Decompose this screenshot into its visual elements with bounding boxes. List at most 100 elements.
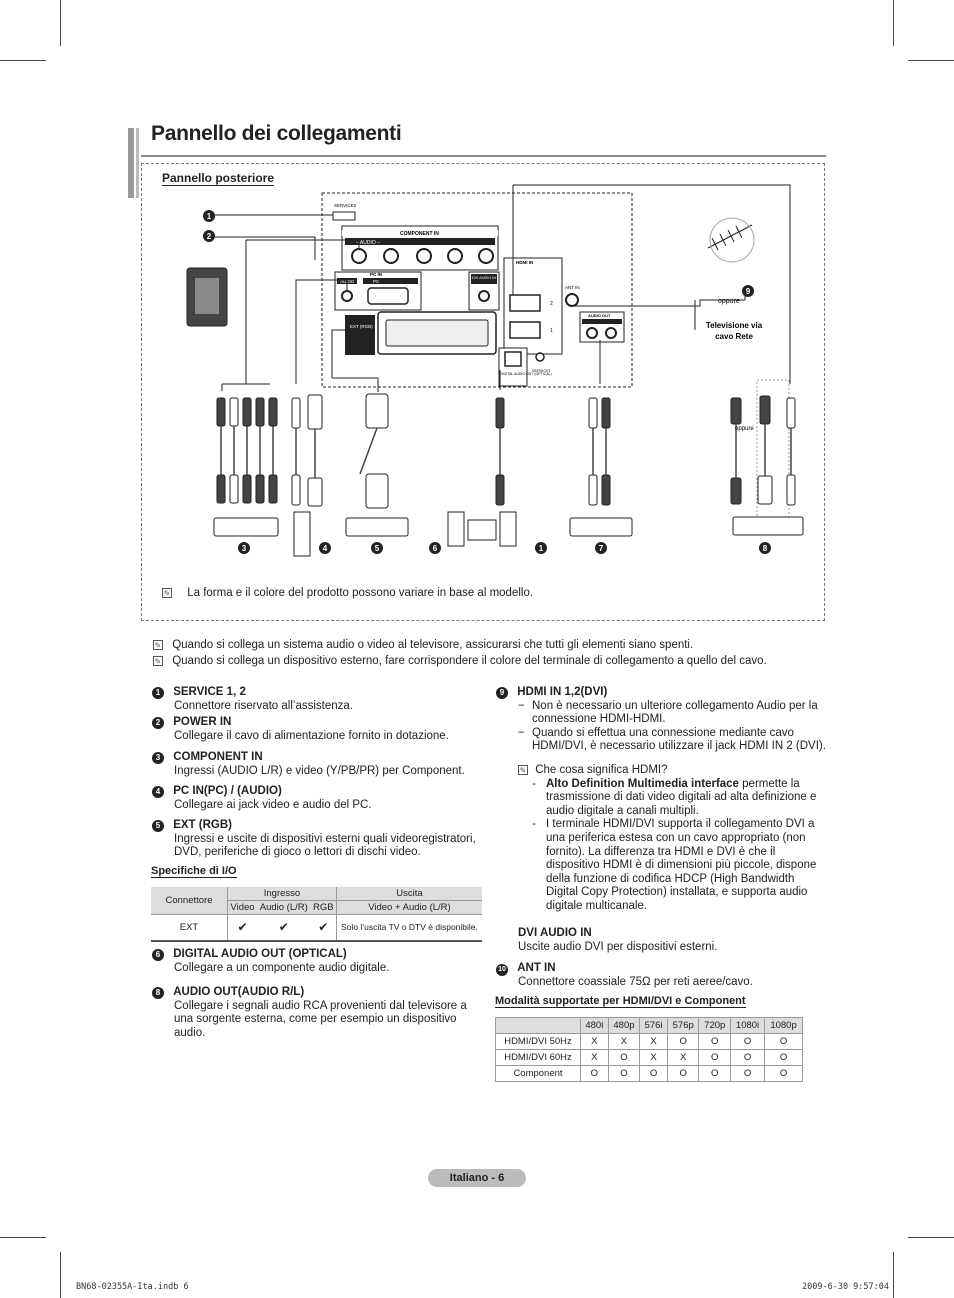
marker: 8 [763, 544, 768, 553]
cell-output: Solo l’uscita TV o DTV è disponibile. [335, 914, 482, 942]
marker: 1 [207, 212, 212, 221]
marker: 5 [375, 544, 380, 553]
col-uscita: Uscita [335, 887, 482, 901]
item-desc: Connettore riservato all’assistenza. [174, 699, 353, 712]
item-number: 5 [152, 820, 164, 832]
marker: 6 [433, 544, 438, 553]
item-number: 8 [152, 987, 164, 999]
marker: 4 [323, 544, 328, 553]
note-icon: ✎ [153, 656, 163, 666]
crop-mark [0, 60, 46, 61]
col-video-audio: Video + Audio (L/R) [335, 900, 482, 915]
audio-out-label: AUDIO OUT [588, 313, 611, 318]
item-desc: Collegare ai jack video e audio del PC. [174, 798, 372, 811]
col-connettore: Connettore [151, 887, 228, 915]
panel-label: Pannello posteriore [162, 171, 275, 186]
cell-check: ✔ [310, 914, 337, 942]
marker: 9 [746, 287, 751, 296]
item-audio-out: 8 AUDIO OUT(AUDIO R/L) Collegare i segna… [152, 986, 482, 1040]
optical-label: DIGITAL AUDIO OUT (OPTICAL) [500, 372, 552, 376]
io-spec-label: Specifiche di I/O [151, 865, 237, 878]
item-ext: 5 EXT (RGB) Ingressi e uscite di disposi… [152, 819, 482, 860]
item-number: 2 [152, 717, 164, 729]
oppure-label: oppure [718, 298, 740, 305]
print-timestamp: 2009-6-30 9:57:04 [802, 1282, 889, 1292]
marker: 3 [242, 544, 247, 553]
title-accent [136, 128, 139, 198]
item-number: 4 [152, 786, 164, 798]
item-desc: Connettore coassiale 75Ω per reti aeree/… [518, 976, 753, 988]
item-dvi-audio: DVI AUDIO IN Uscite audio DVI per dispos… [518, 927, 818, 954]
dvi-audio-label: DVI AUDIO IN [472, 276, 496, 280]
oppure-label-2: oppure [735, 426, 754, 432]
usb-label: SERVICE2 [334, 203, 357, 208]
item-number: 10 [496, 964, 508, 976]
item-title: PC IN(PC) / (AUDIO) [173, 785, 282, 797]
hdmi-definition: -Alto Definition Multimedia interface pe… [532, 777, 817, 817]
cell-ext: EXT [151, 914, 228, 942]
marker: 1 [539, 544, 544, 553]
item-title: HDMI IN 1,2(DVI) [517, 686, 608, 698]
marker: 7 [599, 544, 604, 553]
pc-in-label: PC IN [370, 272, 382, 277]
crop-mark [893, 0, 894, 46]
hdmi-bullet-1: −Non è necessario un ulteriore collegame… [518, 699, 818, 726]
item-title: ANT IN [517, 962, 556, 974]
audio-label: – AUDIO – [356, 240, 380, 246]
service1-label: SERVICE1 [532, 369, 551, 373]
item-desc: Collegare a un componente audio digitale… [174, 961, 390, 974]
cable-tv-label-a: Televisione via [706, 321, 763, 330]
item-number: 9 [496, 687, 508, 699]
item-title: SERVICE 1, 2 [173, 686, 246, 698]
item-optical: 6 DIGITAL AUDIO OUT (OPTICAL) Collegare … [152, 948, 482, 975]
item-number: 1 [152, 687, 164, 699]
title-accent [128, 128, 134, 198]
file-info: BN68-02355A-Ita.indb 6 [76, 1282, 189, 1292]
hdmi-port1-label: 1 [550, 328, 553, 334]
item-title: DIGITAL AUDIO OUT (OPTICAL) [173, 948, 347, 960]
item-desc: Ingressi (AUDIO L/R) e video (Y/PB/PR) p… [174, 764, 465, 777]
connection-diagram: SERVICE2 COMPONENT IN – AUDIO – PC IN AU… [186, 184, 804, 557]
crop-mark [908, 1237, 954, 1238]
item-title: DVI AUDIO IN [518, 927, 592, 939]
rear-panel-box [141, 163, 825, 621]
note-icon: ✎ [153, 640, 163, 650]
item-number: 3 [152, 752, 164, 764]
item-number: 6 [152, 949, 164, 961]
note-2: ✎ Quando si collega un dispositivo ester… [153, 655, 767, 667]
hdmi-what-is: ✎ Che cosa significa HDMI? [518, 763, 668, 776]
note-icon: ✎ [518, 764, 528, 775]
hdmi-dvi-text: -I terminale HDMI/DVI supporta il colleg… [532, 818, 817, 912]
col-ingresso: Ingresso [227, 887, 337, 901]
modes-label: Modalità supportate per HDMI/DVI e Compo… [495, 995, 746, 1008]
col-audio: Audio (L/R) [256, 900, 311, 915]
col-rgb: RGB [310, 900, 337, 915]
item-desc: Uscite audio DVI per dispositivi esterni… [518, 940, 718, 953]
crop-mark [60, 1252, 61, 1298]
hdmi-port2-label: 2 [550, 301, 553, 307]
cable-tv-label-b: cavo Rete [715, 332, 753, 341]
item-desc: Ingressi e uscite di dispositivi esterni… [174, 832, 476, 859]
item-title: EXT (RGB) [173, 819, 232, 831]
item-pc: 4 PC IN(PC) / (AUDIO) Collegare ai jack … [152, 785, 482, 812]
crop-mark [0, 1237, 46, 1238]
note-icon: ✎ [162, 588, 172, 598]
cell-check: ✔ [256, 914, 311, 942]
note-1: ✎ Quando si collega un sistema audio o v… [153, 639, 694, 651]
modes-header-row: 480i 480p 576i 576p 720p 1080i 1080p [495, 1017, 803, 1034]
item-title: POWER IN [173, 716, 232, 728]
pc-label: PC [373, 279, 380, 284]
page-title: Pannello dei collegamenti [151, 122, 402, 145]
ant-in-label: ANT IN [565, 285, 580, 290]
component-in-label: COMPONENT IN [400, 231, 439, 237]
item-desc: Collegare il cavo di alimentazione forni… [174, 729, 449, 742]
hdmi-in-label: HDMI IN [516, 260, 533, 265]
title-divider [141, 155, 826, 157]
hdmi-bullet-2: −Quando si effettua una connessione medi… [518, 726, 826, 753]
item-component: 3 COMPONENT IN Ingressi (AUDIO L/R) e vi… [152, 751, 482, 778]
panel-note: ✎ La forma e il colore del prodotto poss… [162, 587, 534, 599]
item-title: AUDIO OUT(AUDIO R/L) [173, 986, 305, 998]
